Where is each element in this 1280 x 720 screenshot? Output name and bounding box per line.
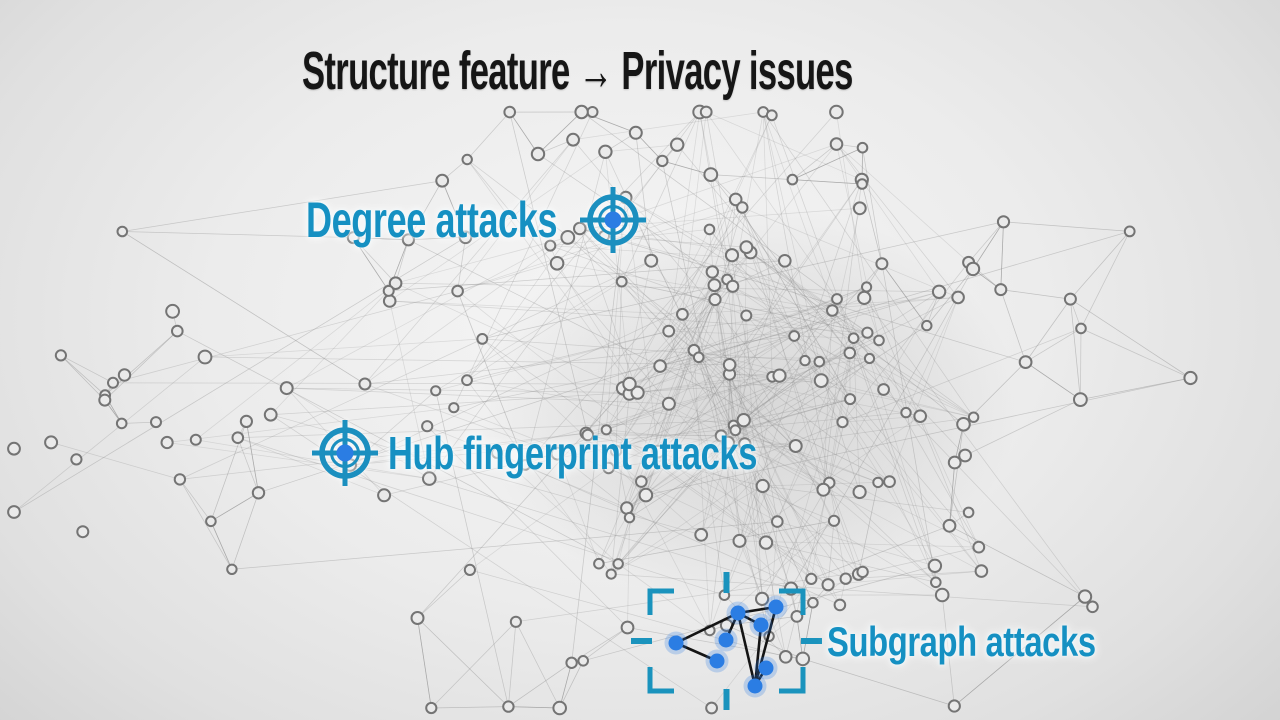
crosshair-center-dot [604, 211, 622, 229]
subgraph-attacks-label: Subgraph attacks [827, 618, 1096, 665]
target-crosshair-icon [312, 420, 378, 486]
subgraph-nodes [664, 595, 788, 698]
crosshair-center-dot [336, 444, 354, 462]
hub-fingerprint-attacks-label: Hub fingerprint attacks [388, 427, 758, 479]
hairball-density-wash [478, 205, 1018, 605]
background-nodes [7, 104, 1198, 716]
focus-frame-icon [631, 572, 822, 710]
crosshair-outer-ring [319, 427, 371, 479]
crosshair-outer-ring [587, 194, 639, 246]
target-crosshair-icon [580, 187, 646, 253]
page-title: Structure feature → Privacy issues [302, 41, 1162, 101]
crosshair-inner-ring [330, 438, 360, 468]
background-edges [13, 111, 1191, 709]
degree-attacks-label: Degree attacks [306, 192, 558, 248]
page-title-text: Structure feature → Privacy issues [302, 41, 853, 101]
crosshair-inner-ring [598, 205, 628, 235]
